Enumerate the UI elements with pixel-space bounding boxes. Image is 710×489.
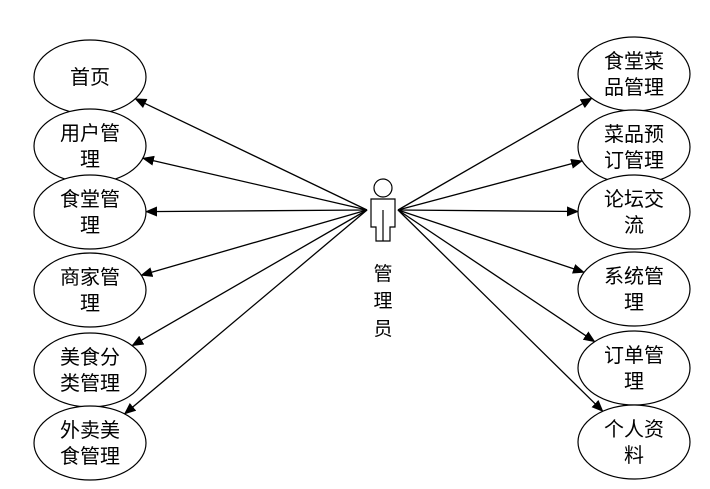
use-case-label-line: 订管理	[604, 148, 664, 172]
use-case-label-line: 理	[80, 147, 100, 171]
use-case-label-line: 个人资	[604, 417, 664, 441]
use-case-label-line: 品管理	[604, 75, 664, 99]
use-case-label-line: 用户管	[60, 121, 120, 145]
use-case-label-line: 外卖美	[60, 418, 120, 442]
person-icon	[370, 178, 396, 242]
use-case-label-line: 流	[624, 213, 644, 237]
use-case-label-line: 理	[80, 291, 100, 315]
use-case-label-line: 商家管	[60, 265, 120, 289]
right-association-arrow-2	[397, 158, 584, 211]
use-case-label-line: 系统管	[604, 264, 664, 288]
use-case-ellipse	[33, 174, 147, 250]
right-association-arrow-6	[397, 209, 604, 413]
actor-label-line-2: 理	[373, 290, 392, 312]
use-case-label-line: 食堂管	[60, 187, 120, 211]
use-case-ellipse	[33, 252, 147, 328]
use-case-ellipse	[577, 404, 691, 480]
use-case-ellipse	[33, 405, 147, 481]
right-association-arrow-5	[397, 209, 596, 343]
association-arrows	[123, 97, 604, 415]
use-case-label-line: 首页	[70, 65, 110, 89]
actor-label-line-1: 管	[373, 263, 392, 285]
actor-label-line-3: 员	[373, 318, 392, 340]
right-association-arrow-3	[397, 206, 579, 217]
right-association-arrow-4	[397, 209, 585, 274]
left-association-arrow-5	[131, 209, 368, 347]
use-case-label-line: 理	[624, 369, 644, 393]
actor-admin: 管 理 员	[370, 178, 396, 340]
use-case-label-line: 食堂菜	[604, 49, 664, 73]
use-case-label-line: 论坛交	[604, 187, 664, 211]
left-association-arrow-4	[140, 209, 368, 277]
use-case-label-line: 理	[624, 290, 644, 314]
use-case-label-line: 美食分	[60, 345, 120, 369]
use-case-label-line: 订单管	[604, 343, 664, 367]
use-case-ellipse	[577, 174, 691, 250]
use-case-label-line: 理	[80, 213, 100, 237]
use-case-label-line: 食管理	[60, 444, 120, 468]
left-association-arrow-2	[141, 155, 368, 211]
left-association-arrow-6	[123, 209, 368, 415]
use-case-label-line: 菜品预	[604, 122, 664, 146]
right-association-arrow-1	[397, 97, 593, 211]
left-association-arrow-3	[145, 206, 368, 217]
left-use-case-1: 首页	[33, 39, 147, 115]
use-case-ellipse	[577, 251, 691, 327]
use-case-label-line: 类管理	[60, 371, 120, 395]
use-case-label-line: 料	[624, 443, 644, 467]
left-association-arrow-1	[134, 98, 368, 211]
use-cases: 首页用户管理食堂管理商家管理美食分类管理外卖美食管理食堂菜品管理菜品预订管理论坛…	[33, 36, 691, 481]
